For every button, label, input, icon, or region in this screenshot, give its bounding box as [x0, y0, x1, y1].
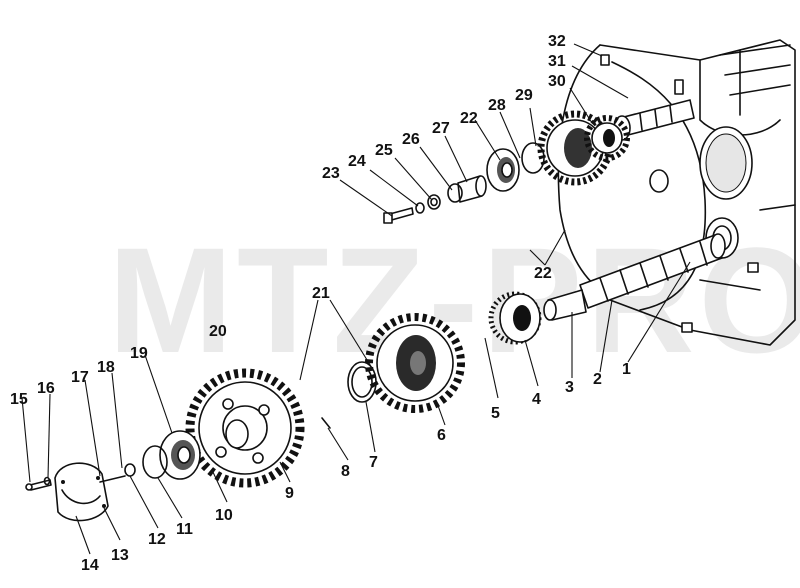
bearing-28	[486, 148, 520, 192]
gear-6	[365, 313, 465, 413]
cover-14	[54, 462, 126, 522]
watermark: MTZ-PRO	[108, 216, 800, 384]
callout-31: 31	[548, 53, 566, 70]
shaft-1-2	[579, 233, 726, 309]
callout-29: 29	[515, 87, 533, 104]
callout-30: 30	[548, 73, 566, 90]
pin-8	[321, 417, 331, 429]
transmission-housing	[557, 39, 796, 346]
bearing-19	[159, 430, 201, 480]
callout-labels: 1 2 3 4 5 6 7 8 9 10 11 12 13 14 15 16 1…	[10, 33, 631, 574]
callout-12: 12	[148, 531, 166, 548]
bolt-23	[383, 207, 414, 224]
callout-7: 7	[369, 454, 378, 471]
callout-22-upper: 22	[460, 110, 478, 127]
washer-26	[447, 183, 463, 203]
callout-6: 6	[437, 427, 446, 444]
gear-31-small	[584, 115, 630, 161]
snap-ring-11	[142, 445, 168, 479]
callout-27: 27	[432, 120, 450, 137]
ring-7	[347, 361, 377, 403]
bolt-15	[25, 479, 52, 491]
hub-3	[543, 289, 587, 321]
washer-16	[43, 476, 51, 486]
callout-21: 21	[312, 285, 330, 302]
snap-ring-29	[521, 142, 545, 174]
washer-12	[124, 463, 136, 477]
callout-1: 1	[622, 361, 631, 378]
callout-5: 5	[491, 405, 500, 422]
leader-lines	[21, 43, 691, 555]
washer-24	[415, 202, 425, 214]
callout-17: 17	[71, 369, 89, 386]
callout-19: 19	[130, 345, 148, 362]
callout-22-lower: 22	[534, 265, 552, 282]
callout-24: 24	[348, 153, 366, 170]
gear-20	[185, 368, 305, 488]
callout-3: 3	[565, 379, 574, 396]
callout-32: 32	[548, 33, 566, 50]
callout-15: 15	[10, 391, 28, 408]
callout-20: 20	[209, 323, 227, 340]
callout-11: 11	[176, 521, 193, 538]
splined-sleeve-4	[488, 291, 542, 345]
callout-26: 26	[402, 131, 420, 148]
callout-23: 23	[322, 165, 340, 182]
callout-2: 2	[593, 371, 602, 388]
spacer-27	[457, 175, 487, 203]
callout-9: 9	[285, 485, 294, 502]
callout-18: 18	[97, 359, 115, 376]
callout-8: 8	[341, 463, 350, 480]
callout-16: 16	[37, 380, 55, 397]
callout-10: 10	[215, 507, 233, 524]
callout-28: 28	[488, 97, 506, 114]
callout-13: 13	[111, 547, 129, 564]
callout-14: 14	[81, 557, 99, 574]
callout-4: 4	[532, 391, 541, 408]
callout-25: 25	[375, 142, 393, 159]
